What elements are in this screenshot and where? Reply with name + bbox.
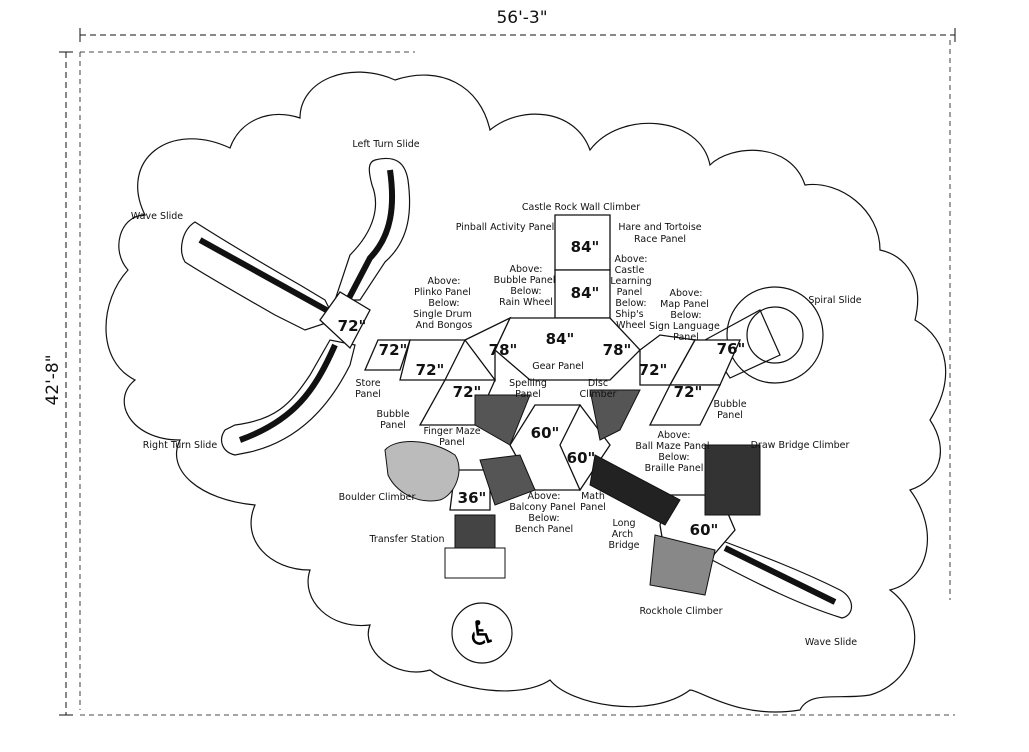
height-72-b: 72" (416, 361, 445, 379)
height-dimension: 42'-8" (43, 354, 63, 405)
label-wave-slide-left: Wave Slide (131, 211, 183, 222)
height-72-c: 72" (453, 383, 482, 401)
label-pinball: Pinball Activity Panel (456, 222, 555, 233)
width-dimension: 56'-3" (496, 8, 547, 28)
height-84-mid: 84" (571, 284, 600, 302)
deck-structure (364, 214, 761, 664)
label-left-turn-slide: Left Turn Slide (352, 139, 419, 150)
label-transfer: Transfer Station (369, 534, 445, 545)
label-gear-panel: Gear Panel (532, 361, 584, 372)
left-turn-slide (334, 157, 411, 302)
label-rockhole: Rockhole Climber (640, 606, 723, 617)
height-60-b: 60" (567, 449, 596, 467)
height-72-a: 72" (379, 341, 408, 359)
height-60-a: 60" (531, 424, 560, 442)
label-above-map: Above:Map Panel Below:Sign Language Pane… (649, 288, 723, 343)
height-60-c: 60" (690, 521, 719, 539)
height-72-slide-deck: 72" (338, 317, 367, 335)
height-78-left: 78" (489, 341, 518, 359)
height-84-top: 84" (571, 238, 600, 256)
label-boulder: Boulder Climber (339, 492, 416, 503)
label-right-turn-slide: Right Turn Slide (143, 440, 218, 451)
wave-slide-left (181, 221, 336, 331)
label-above-plinko: Above:Plinko Panel Below:Single Drum And… (413, 276, 475, 331)
use-zone-outline (105, 71, 947, 713)
label-ball-maze: Above:Ball Maze Panel Below:Braille Pane… (635, 430, 712, 474)
spiral-slide (704, 286, 824, 384)
wheelchair-icon: ♿ (467, 614, 497, 654)
label-draw-bridge: Draw Bridge Climber (751, 440, 850, 451)
dimension-lines (59, 28, 956, 716)
label-above-bubble: Above:Bubble Panel Below:Rain Wheel (494, 264, 559, 308)
label-balcony: Above:Balcony Panel Below:Bench Panel (509, 491, 578, 535)
height-84-deck: 84" (546, 330, 575, 348)
height-72-d: 72" (639, 361, 668, 379)
label-spiral-slide: Spiral Slide (808, 295, 861, 306)
height-78-right: 78" (603, 341, 632, 359)
height-72-e: 72" (674, 383, 703, 401)
right-turn-slide (221, 339, 356, 456)
label-castle-rock: Castle Rock Wall Climber (522, 202, 640, 213)
label-wave-slide-right: Wave Slide (805, 637, 857, 648)
height-36: 36" (458, 489, 487, 507)
wave-slide-right (711, 539, 853, 619)
height-76: 76" (717, 340, 746, 358)
